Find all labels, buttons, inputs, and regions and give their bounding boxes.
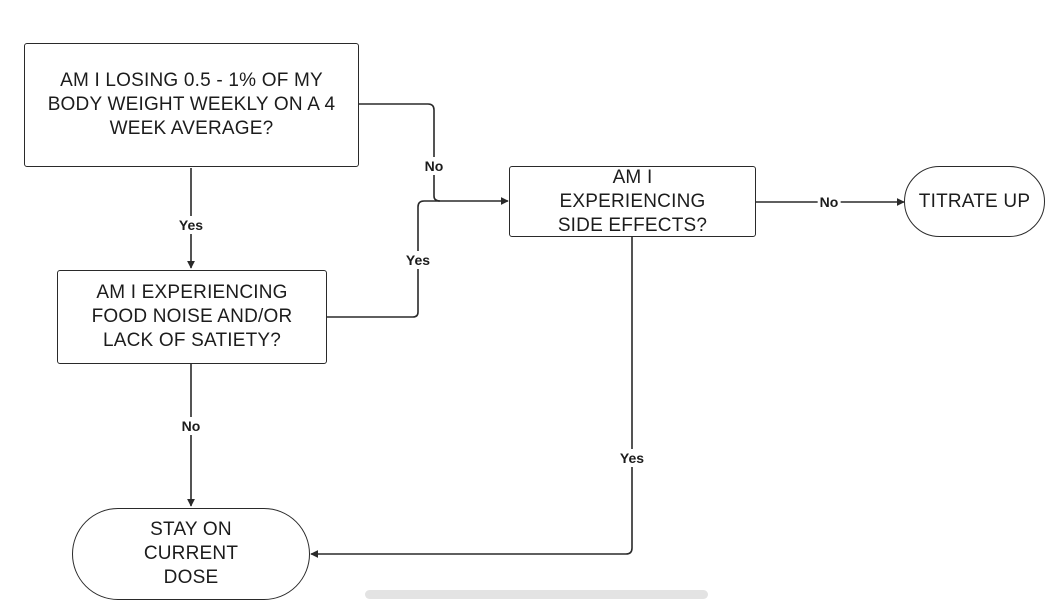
edge-weight-to-side xyxy=(359,103,509,205)
node-food-noise-question: AM I EXPERIENCING FOOD NOISE AND/OR LACK… xyxy=(57,270,327,364)
node-stay-on-current-dose: STAY ON CURRENT DOSE xyxy=(72,508,310,600)
node-weight-loss-question: AM I LOSING 0.5 - 1% OF MY BODY WEIGHT W… xyxy=(24,43,359,167)
edge-label-no: No xyxy=(422,157,446,175)
node-side-effects-question: AM I EXPERIENCING SIDE EFFECTS? xyxy=(509,166,756,237)
edge-label-yes: Yes xyxy=(176,216,206,234)
edge-side-to-stay xyxy=(310,237,633,558)
horizontal-scrollbar[interactable] xyxy=(365,590,708,599)
edge-label-no: No xyxy=(179,417,203,435)
edge-label-yes: Yes xyxy=(403,251,433,269)
node-titrate-up: TITRATE UP xyxy=(904,166,1045,237)
edge-label-yes: Yes xyxy=(617,449,647,467)
edge-label-no: No xyxy=(817,193,841,211)
